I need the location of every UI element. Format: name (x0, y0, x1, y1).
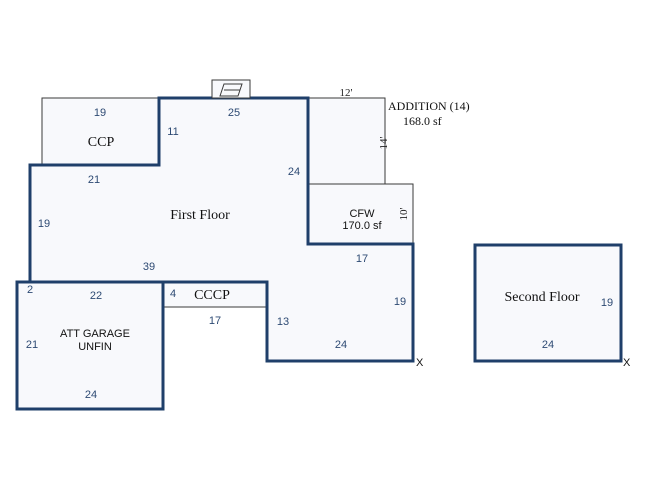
garage-label-line1: ATT GARAGE (60, 328, 130, 340)
addition-label-line2: 168.0 sf (403, 114, 442, 128)
first-floor-outline (28, 96, 415, 363)
dim-cfw-side: 10' (398, 207, 410, 220)
dim-lower-bottom: 24 (335, 339, 347, 351)
garage-label-line2: UNFIN (78, 341, 112, 353)
dim-second-right: 19 (601, 297, 613, 309)
chimney-icon (211, 79, 251, 99)
dim-cccp-bottom: 17 (209, 315, 221, 327)
dim-first-right-upper: 24 (288, 166, 300, 178)
ccp-area (41, 97, 160, 166)
dim-lower-top: 17 (356, 253, 368, 265)
dim-first-left: 19 (38, 218, 50, 230)
x-marker-second: X (623, 357, 631, 369)
dim-garage-left: 21 (26, 339, 38, 351)
dim-first-left-notch: 11 (167, 126, 178, 138)
dim-second-bottom: 24 (542, 339, 554, 351)
dim-addition-side: 14' (378, 136, 390, 149)
cfw-label-line2: 170.0 sf (342, 220, 382, 232)
dim-ccp-top: 19 (94, 107, 106, 119)
cccp-label: CCCP (194, 288, 230, 303)
second-floor-label: Second Floor (504, 290, 579, 305)
first-floor-label: First Floor (170, 208, 230, 223)
dim-addition-top: 12' (340, 87, 353, 99)
dim-garage-top: 22 (90, 290, 102, 302)
dim-first-bottom: 39 (143, 261, 155, 273)
dim-lower-right: 19 (394, 296, 406, 308)
dim-ccp-bottom: 21 (88, 174, 100, 186)
x-marker-first: X (416, 357, 424, 369)
garage-outline (15, 280, 165, 411)
dim-garage-bottom: 24 (85, 389, 97, 401)
addition-area (307, 97, 386, 185)
cfw-label-line1: CFW (349, 208, 375, 220)
second-floor-outline (473, 243, 623, 363)
dim-garage-corner: 2 (27, 284, 33, 296)
dim-first-top: 25 (228, 107, 240, 119)
dim-cccp-left: 4 (170, 288, 176, 300)
ccp-label: CCP (88, 135, 115, 150)
addition-label-line1: ADDITION (14) (388, 99, 470, 113)
cfw-area (307, 183, 414, 245)
dim-lower-left: 13 (277, 316, 289, 328)
